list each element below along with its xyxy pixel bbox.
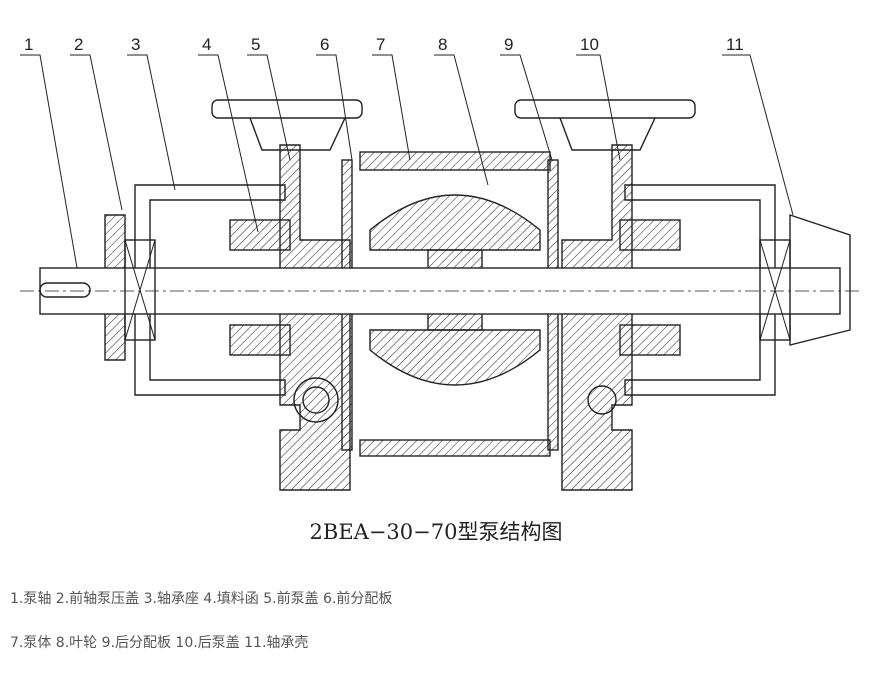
legend-line-1: 1.泵轴 2.前轴泵压盖 3.轴承座 4.填料函 5.前泵盖 6.前分配板 — [10, 591, 393, 607]
front-stuffing-box-lower — [229, 324, 291, 356]
impeller-lower — [369, 329, 541, 386]
rear-bearing — [759, 239, 791, 341]
callout-1: 1 — [24, 35, 33, 54]
rear-stuffing-box — [619, 219, 681, 251]
callout-11: 11 — [726, 35, 744, 54]
callout-4: 4 — [202, 35, 211, 54]
shaft-keyway — [39, 282, 91, 298]
callout-labels: 1 2 3 4 5 6 7 8 9 10 11 — [24, 35, 744, 54]
pump-cross-section-diagram: 1 2 3 4 5 6 7 8 9 10 11 — [20, 35, 860, 491]
callout-2: 2 — [74, 35, 83, 54]
front-drain-valve — [293, 377, 339, 423]
pump-body-bottom — [359, 439, 551, 457]
rear-bearing-seat — [624, 184, 776, 396]
leader-lines — [20, 54, 794, 286]
rear-drain-valve — [587, 385, 617, 415]
outlet-flange — [514, 99, 696, 119]
pump-drawing — [20, 99, 860, 491]
front-stuffing-box — [229, 219, 291, 251]
front-cover — [279, 144, 351, 491]
diagram-caption: 2BEA−30−70型泵结构图 — [309, 520, 563, 544]
callout-6: 6 — [320, 35, 329, 54]
callout-5: 5 — [251, 35, 260, 54]
rear-cover — [561, 144, 633, 491]
callout-8: 8 — [438, 35, 447, 54]
rear-stuffing-box-lower — [619, 324, 681, 356]
callout-10: 10 — [580, 35, 599, 54]
front-bearing — [124, 239, 156, 341]
inlet-flange — [211, 99, 363, 119]
outlet-neck — [559, 117, 656, 151]
pump-body — [359, 151, 551, 171]
front-bearing-seat — [134, 184, 286, 396]
legend-line-2: 7.泵体 8.叶轮 9.后分配板 10.后泵盖 11.轴承壳 — [10, 635, 309, 651]
callout-9: 9 — [504, 35, 513, 54]
callout-3: 3 — [131, 35, 140, 54]
callout-7: 7 — [376, 35, 385, 54]
impeller-upper — [369, 194, 541, 251]
